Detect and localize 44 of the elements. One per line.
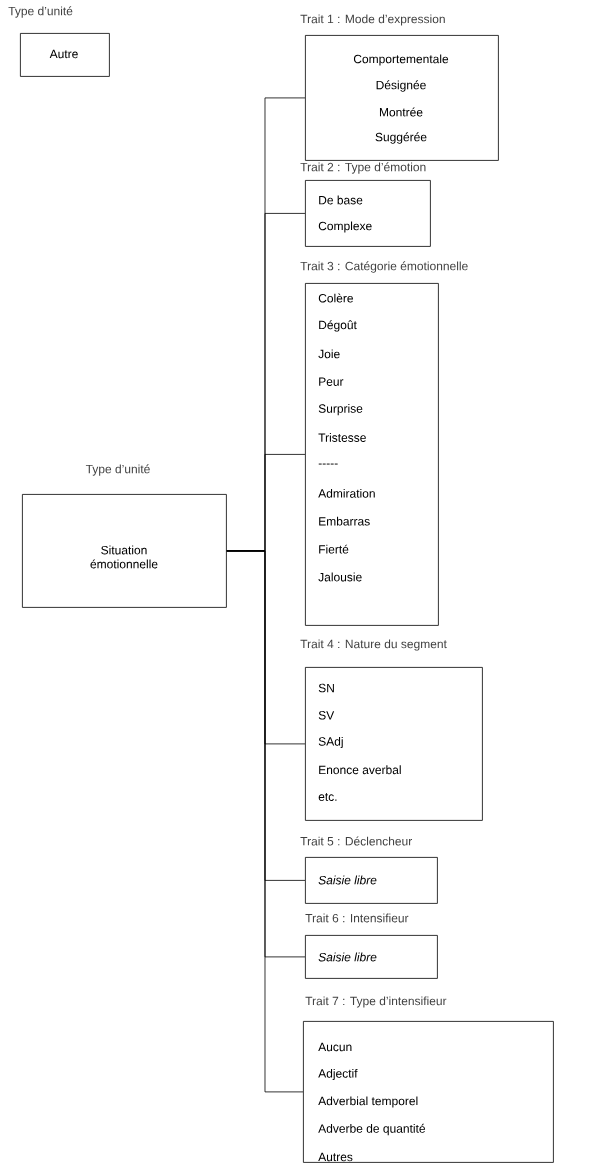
node-label: Fierté — [319, 544, 349, 554]
list-box: Situation émotionnelle — [22, 494, 227, 608]
node-label: Adjectif — [318, 1068, 358, 1081]
node-label: SV — [318, 711, 335, 720]
box-heading: Type d’unité — [8, 6, 73, 18]
list-box: SN SV SAdj Enonce averbal etc. — [305, 667, 483, 821]
box-heading: Trait 3 : Catégorie émotionnelle — [300, 261, 468, 273]
list-box: De base Complexe — [305, 180, 431, 247]
node-label: Surprise — [318, 404, 363, 416]
list-box: Autre — [20, 33, 110, 77]
list-box: Comportementale Désignée Montrée Suggérée — [305, 35, 499, 161]
node-label: Colère — [318, 293, 353, 303]
node-label: Autres — [318, 1152, 353, 1162]
box-heading: Trait 1 : Mode d’expression — [300, 14, 445, 26]
node-label: etc. — [318, 793, 337, 801]
list-box: Aucun Adjectif Adverbial temporel Adverbe de quantité Autres — [303, 1021, 554, 1163]
node-label: Enonce averbal — [319, 765, 401, 775]
node-label: Dégoût — [319, 320, 357, 332]
node-label: Comportementale — [353, 54, 449, 66]
list-box: Saisie libre — [305, 857, 438, 904]
node-label: SAdj — [318, 736, 343, 749]
list-box: Saisie libre — [305, 935, 438, 979]
node-label: Suggérée — [375, 132, 427, 144]
node-label: Tristesse — [318, 433, 366, 442]
node-label: Adverbe de quantité — [318, 1123, 426, 1136]
node-label: Montrée — [379, 107, 423, 117]
box-heading: Trait 5 : Déclencheur — [300, 836, 412, 846]
list-box: Colère Dégoût Joie Peur Surprise Tristesse ----- Admiration Embarras Fierté Jalousie — [305, 283, 439, 626]
box-heading: Trait 4 : Nature du segment — [300, 639, 447, 651]
box-heading: Trait 2 : Type d’émotion — [300, 162, 426, 174]
node-label: Embarras — [319, 516, 370, 526]
box-heading: Type d’unité — [85, 464, 150, 476]
node-label: ----- — [318, 463, 338, 465]
box-heading: Trait 6 : Intensifieur — [305, 913, 409, 923]
node-label: SN — [318, 683, 334, 693]
node-label: Peur — [319, 377, 344, 386]
connector — [226, 550, 304, 1093]
box-heading: Trait 7 : Type d’intensifieur — [305, 996, 447, 1008]
node-label: Adverbial temporel — [318, 1096, 418, 1108]
node-label: Joie — [318, 349, 340, 359]
node-label: Désignée — [376, 80, 426, 92]
node-label: Jalousie — [318, 572, 362, 582]
node-label: Admiration — [318, 488, 375, 498]
node-label: Aucun — [318, 1042, 352, 1052]
